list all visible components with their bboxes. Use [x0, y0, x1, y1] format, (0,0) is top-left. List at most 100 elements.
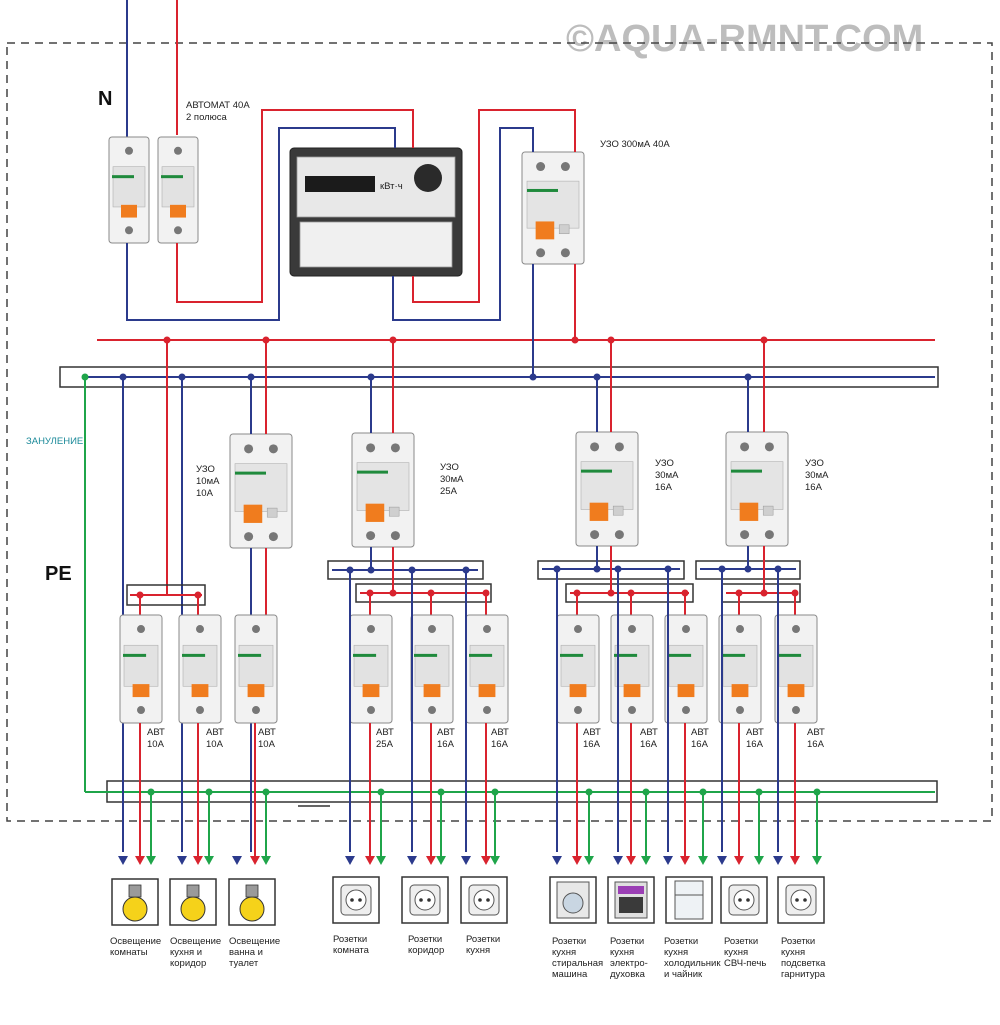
label-line: АВТ [376, 727, 394, 738]
label-line: 16А [805, 482, 823, 493]
arrow-head [135, 856, 145, 865]
label-line: АВТ [206, 727, 224, 738]
arrow-head [118, 856, 128, 865]
terminal-screw [483, 706, 491, 715]
junction-dot [699, 788, 707, 796]
brand-mark [357, 470, 388, 474]
junction-dot [408, 566, 416, 574]
label-line: кухня [664, 947, 688, 958]
terminal-screw [590, 530, 600, 540]
circuit-breaker-1 [119, 614, 163, 724]
junction-dot [529, 373, 537, 381]
device-face [234, 463, 288, 512]
load-socket-icon [332, 876, 380, 924]
device-face [722, 644, 758, 687]
toggle-handle [589, 502, 609, 521]
terminal-screw [682, 706, 690, 715]
junction-dot [735, 589, 743, 597]
junction-dot [366, 589, 374, 597]
label-line: духовка [610, 969, 646, 980]
label-line: Розетки [664, 936, 698, 947]
brand-mark [668, 653, 692, 657]
terminal-screw [536, 162, 546, 172]
label-line: кухня [610, 947, 634, 958]
label-line: 10мА [196, 476, 220, 487]
arrow-head [584, 856, 594, 865]
meter-plate [299, 221, 453, 268]
arrow-head [717, 856, 727, 865]
junction-dot [178, 373, 186, 381]
toggle-handle [535, 221, 555, 240]
arrow-head [365, 856, 375, 865]
junction-dot [194, 591, 202, 599]
junction-dot [81, 373, 89, 381]
junction-dot [377, 788, 385, 796]
terminal-screw [560, 162, 570, 172]
device-face [668, 644, 704, 687]
bulb-glass [239, 896, 265, 922]
label-line: Розетки [781, 936, 815, 947]
device-face [778, 644, 814, 687]
circuit-breaker-9 [664, 614, 708, 724]
label-line: 10А [147, 739, 165, 750]
terminal-screw [428, 706, 436, 715]
terminal-screw [252, 706, 260, 715]
junction-dot [262, 788, 270, 796]
junction-dot [614, 565, 622, 573]
brand-mark [123, 653, 147, 657]
brand-mark [527, 188, 558, 192]
device-face [730, 461, 784, 510]
junction-dot [367, 373, 375, 381]
test-button [612, 505, 624, 516]
label-line: 10А [258, 739, 276, 750]
label-line: УЗО [196, 464, 215, 475]
device-face [353, 644, 389, 687]
label-line: комнаты [110, 947, 148, 958]
junction-dot [427, 589, 435, 597]
brand-mark [722, 653, 746, 657]
arrow-head [146, 856, 156, 865]
terminal-screw [560, 248, 570, 258]
socket-pin [738, 898, 742, 902]
junction-dot [553, 565, 561, 573]
brand-mark [614, 653, 638, 657]
load-bulb-icon [111, 878, 159, 926]
device-face [182, 644, 218, 687]
group-rcd-1 [229, 433, 293, 549]
label-line: СВЧ-печь [724, 958, 766, 969]
group2-neutral-comb [327, 560, 484, 580]
junction-dot [664, 565, 672, 573]
terminal-screw [137, 625, 145, 634]
label-line: Розетки [552, 936, 586, 947]
oven-panel [618, 886, 644, 894]
circuit-breaker-3 [234, 614, 278, 724]
socket-face [473, 889, 495, 911]
circuit-breaker-8 [610, 614, 654, 724]
socket-face [790, 889, 812, 911]
arrow-head [734, 856, 744, 865]
arrow-head [261, 856, 271, 865]
group-rcd-2 [351, 432, 415, 548]
label-line: Розетки [333, 934, 367, 945]
arrow-head [232, 856, 242, 865]
terminal-screw [125, 226, 133, 235]
junction-dot [367, 566, 375, 574]
terminal-screw [367, 706, 375, 715]
brand-mark [238, 653, 262, 657]
terminal-screw [268, 444, 278, 454]
arrow-head [626, 856, 636, 865]
junction-dot [573, 589, 581, 597]
junction-dot [262, 336, 270, 344]
